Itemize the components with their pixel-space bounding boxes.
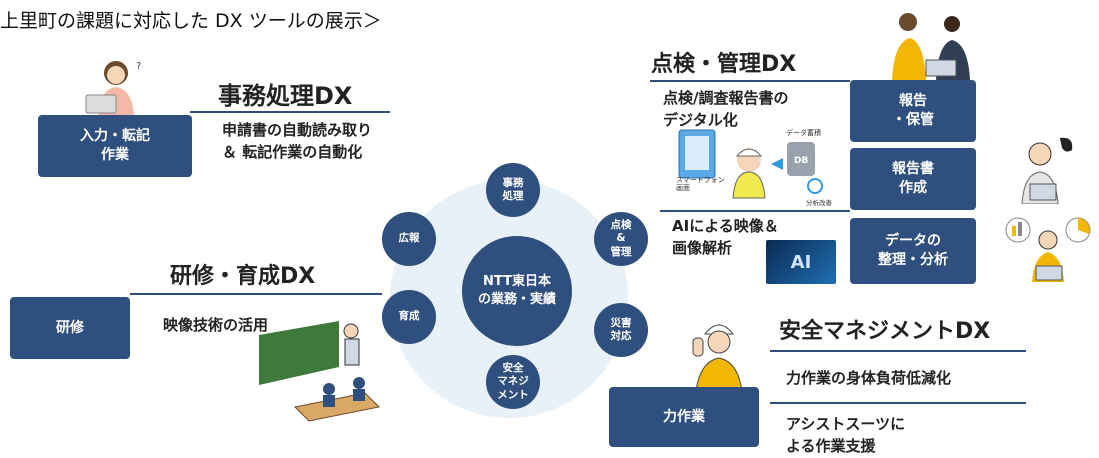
diagram-db-text: DB [794,156,809,166]
diagram-phone-label: スマートフォン 画面 [676,176,725,193]
anzen-heading: 安全マネジメントDX [779,319,991,344]
person-at-laptop-illustration: ? [78,55,158,117]
coworkers-illustration [880,6,985,80]
ai-image: AI [766,240,836,284]
tenken-box-sakusei: 報告書 作成 [850,148,976,210]
hub-node-jimu: 事務 処理 [486,163,540,217]
thinking-person-illustration [1008,132,1080,205]
page-title: 上里町の課題に対応した DX ツールの展示＞ [0,10,382,32]
jimu-rule [190,111,390,113]
diagram-analysis-label: 分析改善 [806,199,832,207]
svg-text:?: ? [136,61,141,72]
hub-node-anzen: 安全 マネジ メント [486,355,540,409]
data-analysis-person-illustration [1004,212,1092,282]
tenken-rule-2 [660,210,850,212]
kenshu-heading: 研修・育成DX [170,264,316,289]
tenken-description-1: 点検/調査報告書の デジタル化 [663,89,789,129]
tenken-heading: 点検・管理DX [651,52,797,77]
jimu-box: 入力・転記 作業 [38,115,192,177]
hub-node-tenken: 点検 & 管理 [594,212,648,266]
anzen-box: 力作業 [609,387,759,447]
hub-node-ikusei: 育成 [382,290,436,344]
ai-image-text: AI [790,251,812,273]
kenshu-description: 映像技術の活用 [163,316,269,334]
kenshu-rule [130,293,382,295]
kenshu-box: 研修 [10,297,130,359]
classroom-illustration [255,315,385,435]
hub-node-koho: 広報 [382,212,436,266]
hub-center-node: NTT東日本 の業務・実績 [462,236,572,346]
tenken-box-hokoku: 報告 ・保管 [850,80,976,142]
anzen-description-1: 力作業の身体負荷低減化 [786,369,952,387]
tenken-rule [650,80,850,82]
anzen-rule [770,350,1026,352]
jimu-heading: 事務処理DX [218,82,353,110]
jimu-description: 申請書の自動読み取り ＆ 転記作業の自動化 [222,121,373,161]
diagram-db-label: データ蓄積 [786,129,821,137]
tenken-box-bunseki: データの 整理・分析 [850,218,976,284]
anzen-description-2: アシストスーツに よる作業支援 [786,415,906,455]
anzen-rule-2 [770,402,1026,404]
report-digitization-diagram [675,126,835,208]
hub-node-saigai: 災害 対応 [594,303,648,357]
tenken-description-2: AIによる映像＆ 画像解析 [672,217,779,257]
